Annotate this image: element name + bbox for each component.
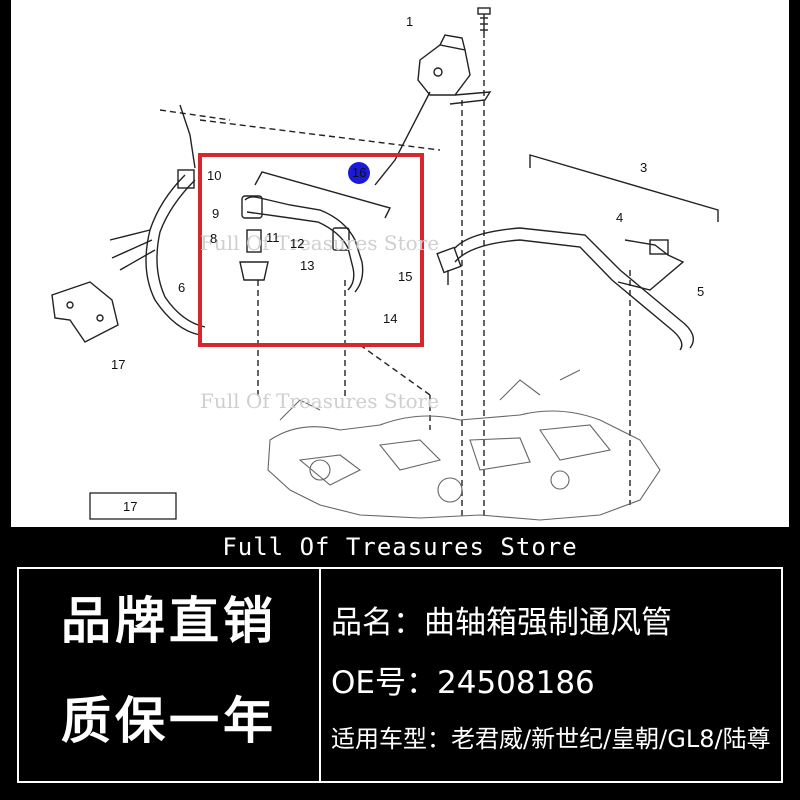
compatible-models-label: 适用车型： xyxy=(331,725,451,753)
bolt-part xyxy=(477,7,491,38)
connector-4 xyxy=(649,239,669,255)
callout-16: 16 xyxy=(352,165,366,180)
bracket-part-17 xyxy=(51,281,119,343)
callout-box-17 xyxy=(89,492,177,520)
bracket-11 xyxy=(254,171,392,219)
valve-bracket-part xyxy=(417,34,492,105)
engine-block-drawing xyxy=(267,369,661,521)
callout-12: 12 xyxy=(290,236,304,251)
compatible-models-value: 老君威/新世纪/皇朝/GL8/陆尊 xyxy=(451,725,771,753)
callout-17-box: 17 xyxy=(123,499,137,514)
watermark-text: Full Of Treasures Store xyxy=(200,231,439,255)
oe-number-row: OE号：24508186 xyxy=(331,657,595,702)
exploded-view-drawing: Full Of Treasures Store Full Of Treasure… xyxy=(51,7,719,521)
watermark-text: Full Of Treasures Store xyxy=(200,389,439,413)
callout-17-bracket: 17 xyxy=(111,357,125,372)
callout-13: 13 xyxy=(300,258,314,273)
parts-diagram: Full Of Treasures Store Full Of Treasure… xyxy=(11,0,789,527)
store-name-banner: Full Of Treasures Store xyxy=(222,533,578,561)
callout-3: 3 xyxy=(640,160,647,175)
leader-lines xyxy=(159,40,631,520)
product-name-row: 品名：曲轴箱强制通风管 xyxy=(331,597,672,642)
product-name-value: 曲轴箱强制通风管 xyxy=(424,605,672,641)
callout-14: 14 xyxy=(383,311,397,326)
callout-15: 15 xyxy=(398,269,412,284)
oe-number-value: 24508186 xyxy=(437,665,595,701)
product-info-panel: 品牌直销 质保一年 品名：曲轴箱强制通风管 OE号：24508186 适用车型：… xyxy=(17,567,783,783)
callout-9: 9 xyxy=(212,206,219,221)
upper-hose-line xyxy=(374,91,431,186)
oe-number-label: OE号： xyxy=(331,665,437,701)
brand-slogan-warranty: 质保一年 xyxy=(61,692,277,750)
callout-11: 11 xyxy=(266,230,280,245)
main-pcv-hose xyxy=(436,227,694,351)
callout-10: 10 xyxy=(207,168,221,183)
callout-6: 6 xyxy=(178,280,185,295)
compatible-models-row: 适用车型：老君威/新世纪/皇朝/GL8/陆尊 xyxy=(331,719,771,754)
highlight-box xyxy=(198,153,424,347)
bracket-3 xyxy=(529,154,719,222)
brand-box: 品牌直销 质保一年 xyxy=(19,569,321,781)
highlighted-pcv-parts xyxy=(239,195,364,293)
brand-slogan-direct-sale: 品牌直销 xyxy=(61,592,277,650)
callout-5: 5 xyxy=(697,284,704,299)
callout-4: 4 xyxy=(616,210,623,225)
wire-harness-part xyxy=(109,104,206,336)
callout-1: 1 xyxy=(406,14,413,29)
product-name-label: 品名： xyxy=(331,605,424,641)
callout-8: 8 xyxy=(210,231,217,246)
selection-marker xyxy=(348,162,370,184)
